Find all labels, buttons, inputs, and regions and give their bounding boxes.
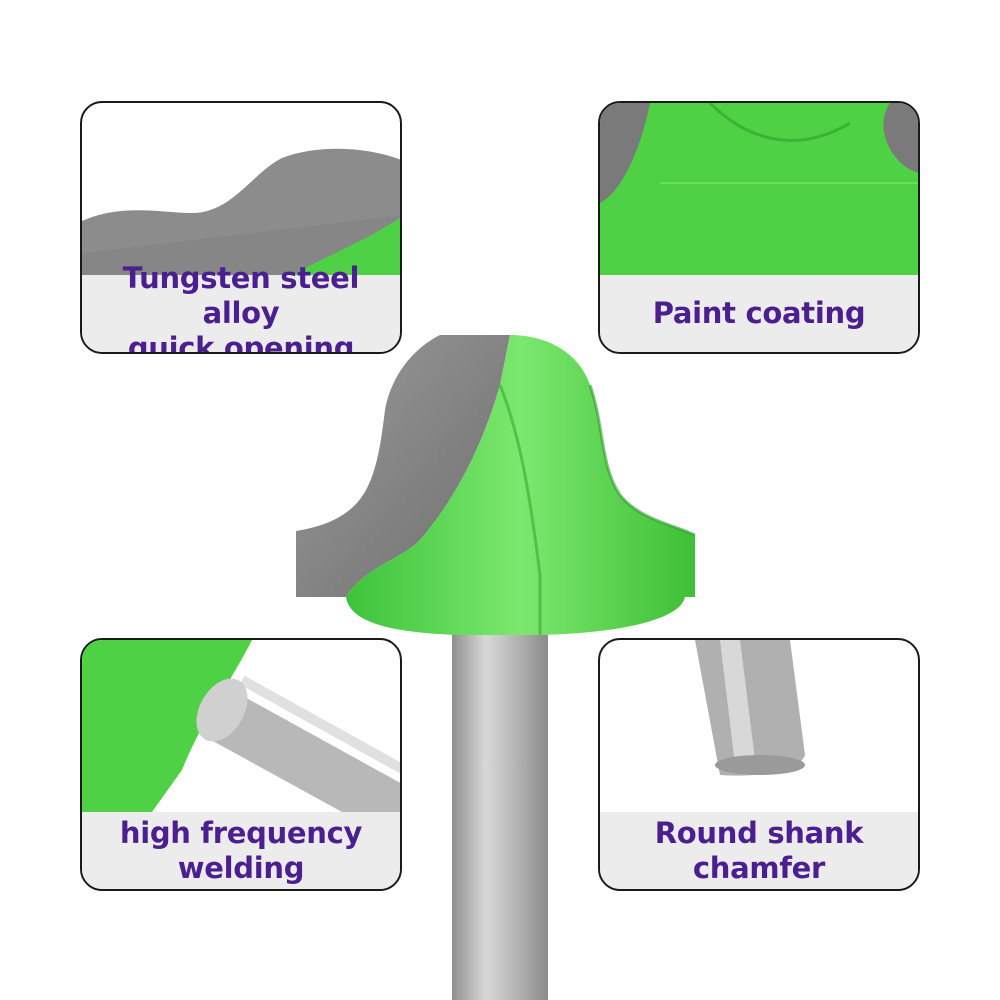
green-body bbox=[346, 335, 695, 635]
feature-card-chamfer: Round shank chamfer bbox=[598, 638, 920, 891]
caption-paint: Paint coating bbox=[600, 275, 918, 352]
caption-text: Tungsten steel alloy quick opening bbox=[122, 261, 360, 354]
router-bit-image bbox=[296, 335, 696, 1000]
paint-closeup-image bbox=[600, 103, 918, 275]
caption-chamfer: Round shank chamfer bbox=[600, 812, 918, 889]
caption-welding: high frequency welding bbox=[82, 812, 400, 889]
tungsten-closeup-image bbox=[82, 103, 400, 275]
feature-card-welding: high frequency welding bbox=[80, 638, 402, 891]
chamfer-closeup-image bbox=[600, 640, 918, 812]
shank bbox=[452, 605, 548, 1000]
caption-tungsten: Tungsten steel alloy quick opening bbox=[82, 261, 400, 352]
caption-text: Round shank chamfer bbox=[654, 815, 864, 885]
feature-card-tungsten: Tungsten steel alloy quick opening bbox=[80, 101, 402, 354]
welding-closeup-image bbox=[82, 640, 400, 812]
feature-card-paint: Paint coating bbox=[598, 101, 920, 354]
caption-text: high frequency welding bbox=[119, 815, 363, 885]
carbide-blade bbox=[296, 335, 510, 597]
caption-text: Paint coating bbox=[652, 296, 866, 330]
